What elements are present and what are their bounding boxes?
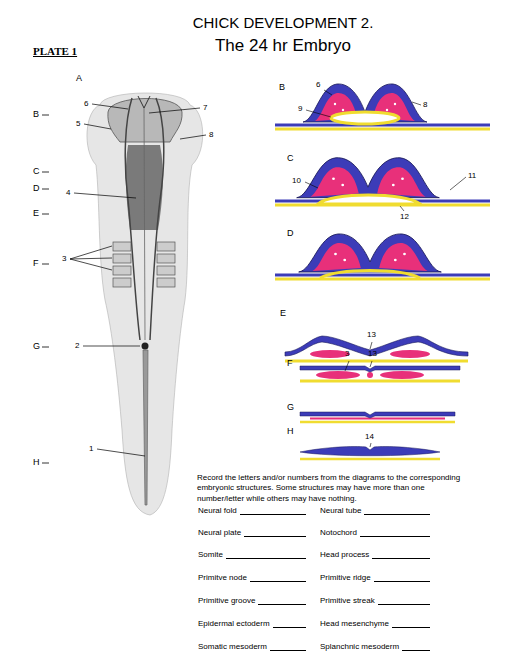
plate-number: PLATE 1 [33,45,77,58]
plate-title: CHICK DEVELOPMENT 2. [193,14,374,31]
figure-letter: D [287,228,294,238]
callout-number: 13 [367,330,376,339]
level-letter: C [33,166,40,176]
answer-blank [244,536,306,537]
callout-number: 6 [316,80,320,89]
level-letter: H [33,457,40,467]
figure-letter: F [287,358,293,368]
term-label: Somite [198,550,223,559]
answer-blank [392,627,430,628]
callout-number: 12 [400,212,409,221]
callout-number: 13 [368,349,377,358]
callout-number: 8 [209,130,213,139]
callout-number: 1 [89,444,93,453]
callout-number: 14 [365,432,374,441]
level-letter: E [33,208,39,218]
term-label: Head mesenchyme [320,619,389,628]
callout-number: 2 [75,341,79,350]
callout-number: 6 [84,99,88,108]
term-label: Neural plate [198,528,241,537]
term-label: Somatic mesoderm [198,642,267,651]
answer-blank [258,604,306,605]
callout-number: 8 [423,100,427,109]
figure-letter: H [287,426,294,436]
answer-blank [270,650,306,651]
figure-letter: G [287,402,294,412]
answer-blank [364,514,430,515]
callout-number: 4 [66,188,70,197]
callout-number: 10 [292,176,301,185]
term-label: Neural fold [198,506,237,515]
level-letter: B [33,109,39,119]
figure-letter: A [76,73,82,83]
term-label: Primitive ridge [320,573,371,582]
term-label: Neural tube [320,506,361,515]
answer-blank [273,627,306,628]
figure-letter: B [279,82,285,92]
callout-number: 3 [62,254,66,263]
answer-blank [372,558,430,559]
figure-letter: C [287,153,294,163]
term-label: Epidermal ectoderm [198,619,270,628]
term-label: Splanchnic mesoderm [320,642,399,651]
instructions: Record the letters and/or numbers from t… [197,473,465,504]
callout-number: 9 [298,104,302,113]
figure-letter: E [280,308,286,318]
term-label: Head process [320,550,369,559]
callout-number: 5 [76,119,80,128]
term-label: Notochord [320,528,357,537]
level-letter: F [33,258,39,268]
callout-number: 3 [345,349,349,358]
answer-blank [378,604,430,605]
answer-blank [402,650,430,651]
term-label: Primitive groove [198,596,255,605]
answer-blank [240,514,306,515]
answer-blank [226,558,306,559]
level-letter: G [33,341,40,351]
callout-number: 7 [203,103,207,112]
term-label: Primitve node [198,573,247,582]
answer-blank [250,581,306,582]
answer-blank [374,581,430,582]
callout-number: 11 [468,171,476,180]
level-letter: D [33,183,40,193]
plate-subtitle: The 24 hr Embryo [215,36,351,56]
term-label: Primitive streak [320,596,375,605]
answer-blank [360,536,430,537]
